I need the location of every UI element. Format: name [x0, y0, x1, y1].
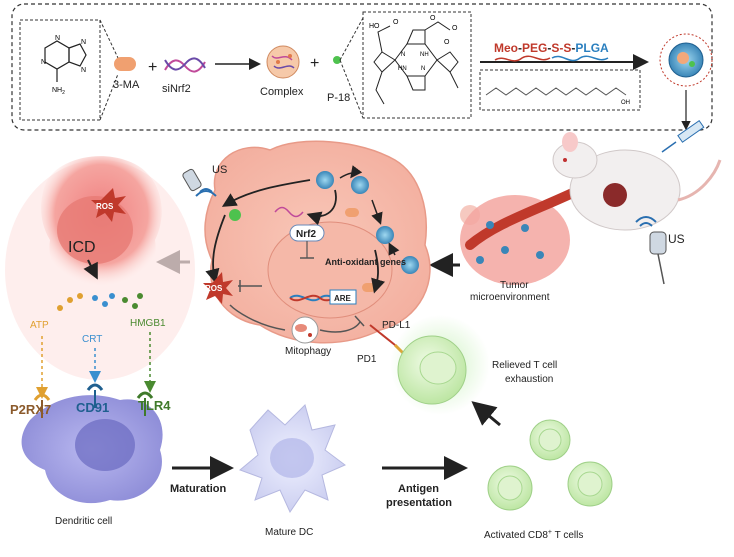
3ma-pill-icon — [114, 57, 136, 71]
3ma-structure: N N N N NH2 — [19, 19, 101, 121]
polymer-label: Meo-PEG-S-S-PLGA — [494, 41, 609, 55]
label-p2rx7: P2RX7 — [10, 402, 51, 417]
mouse-icon — [552, 132, 722, 231]
chem-o2: O — [430, 15, 436, 22]
synthesis-panel: N N N N NH2 3-MA + siNrf2 Complex + P- — [11, 3, 713, 131]
plus-sign-2: + — [310, 55, 319, 72]
p2rx7-receptor-icon — [33, 393, 51, 418]
label-antigen-2: presentation — [386, 497, 452, 509]
label-us-cell: US — [212, 164, 227, 176]
label-activated: Activated CD8+ T cells — [484, 529, 583, 541]
p18-structure: HO O O O O N NH HN N — [362, 11, 472, 119]
label-antigen-1: Antigen — [398, 483, 439, 495]
label-icd: ICD — [68, 239, 96, 256]
damp-particles — [57, 293, 143, 311]
label-3ma: 3-MA — [113, 79, 140, 91]
label-sinrf2: siNrf2 — [162, 83, 191, 95]
ultrasound-probe-icon — [635, 216, 667, 285]
chem-ho: HO — [369, 23, 380, 30]
t-cell-relieved — [390, 315, 490, 415]
label-p18: P-18 — [327, 92, 350, 104]
label-crt: CRT — [82, 334, 102, 345]
label-relieved-1: Relieved T cell — [492, 360, 557, 371]
nanoparticle-icon — [659, 33, 713, 87]
label-mitophagy: Mitophagy — [285, 346, 331, 357]
label-ros-cell: ROS — [205, 284, 223, 293]
chem-n2: N — [421, 66, 425, 72]
p18-dot-in-cell-icon — [229, 209, 241, 221]
label-pd1: PD1 — [357, 354, 377, 365]
label-cd91: CD91 — [76, 400, 109, 415]
label-tlr4: TLR4 — [138, 398, 171, 413]
label-complex: Complex — [260, 86, 304, 98]
label-tme-2: microenvironment — [470, 292, 550, 303]
us-probe-cell-icon — [182, 168, 217, 197]
chem-o3: O — [452, 25, 458, 32]
dna-are: ARE — [289, 289, 357, 305]
cd91-receptor-icon — [86, 383, 104, 408]
mitophagy-icon — [291, 316, 319, 344]
mouse-group: US Tumor microenvironment — [460, 119, 722, 303]
label-us-mouse: US — [668, 232, 685, 246]
mature-dc: Mature DC — [239, 404, 346, 538]
chem-n-ad2: N — [55, 35, 60, 42]
ros-burst-icon: ROS — [91, 188, 126, 222]
label-ros-icd: ROS — [96, 202, 114, 211]
chem-n-ad1: N — [41, 59, 46, 66]
label-maturation: Maturation — [170, 483, 227, 495]
complex-icon — [266, 45, 300, 79]
chem-n-ad3: N — [81, 39, 86, 46]
t-cells-activated — [487, 419, 613, 511]
label-pdl1: PD-L1 — [382, 320, 411, 331]
label-are: ARE — [334, 294, 352, 303]
label-antioxidant: Anti-oxidant genes — [325, 257, 406, 267]
tumor-cell: Nrf2 Anti-oxidant genes ARE ROS Mitophag… — [182, 140, 431, 365]
chem-n1: N — [401, 52, 405, 58]
label-dendritic-cell: Dendritic cell — [55, 516, 112, 527]
nanoparticle-cycle — [316, 165, 419, 292]
dendritic-cell: P2RX7 CD91 TLR4 Dendritic cell — [10, 383, 171, 527]
chem-o1: O — [393, 19, 399, 26]
label-hmgb1: HMGB1 — [130, 318, 166, 329]
chem-hn: HN — [398, 66, 407, 72]
chem-oh: OH — [621, 100, 630, 106]
arrow-to-relieved — [471, 401, 501, 427]
plus-sign: + — [148, 59, 157, 76]
tlr4-receptor-icon — [136, 391, 154, 416]
chem-o4: O — [444, 39, 450, 46]
ros-star-icon: ROS — [203, 272, 233, 304]
syringe-icon — [661, 119, 705, 153]
chem-nh2: NH2 — [52, 87, 65, 96]
p18-dot-icon — [333, 56, 341, 64]
icd-cell: ROS ICD ATP CRT HMGB1 — [5, 156, 195, 399]
label-atp: ATP — [30, 320, 49, 331]
label-mature-dc: Mature DC — [265, 527, 313, 538]
chem-n-ad4: N — [81, 67, 86, 74]
label-nrf2: Nrf2 — [296, 229, 316, 240]
label-relieved-2: exhaustion — [505, 374, 553, 385]
sinrf2-helix-icon — [164, 57, 206, 73]
chem-nh: NH — [420, 52, 429, 58]
label-tme-1: Tumor — [500, 280, 529, 291]
